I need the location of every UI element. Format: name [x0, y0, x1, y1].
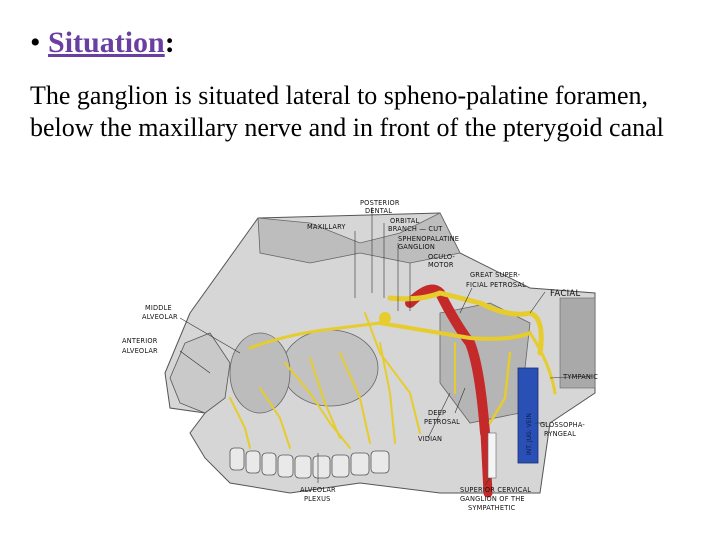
- artery-drawing: [405, 284, 493, 498]
- leader-lines: [179, 207, 593, 486]
- anatomy-illustration: INT. JUG. VEIN: [122, 199, 598, 512]
- figure-labels: POSTERIOR DENTAL MAXILLARY ORBITAL BRANC…: [122, 199, 598, 512]
- label-facial: FACIAL: [550, 289, 581, 299]
- vein-label: INT. JUG. VEIN: [526, 413, 533, 455]
- label-orbital-1: ORBITAL: [390, 217, 419, 225]
- body-paragraph: The ganglion is situated lateral to sphe…: [30, 81, 664, 142]
- label-sphenopalatine-2: GANGLION: [398, 243, 435, 251]
- label-posterior-dental-1: POSTERIOR: [360, 199, 400, 207]
- label-superior-cervical-3: SYMPATHETIC: [468, 504, 516, 512]
- label-glossopharyngeal-2: RYNGEAL: [544, 430, 576, 438]
- label-alveolar-plexus-1: ALVEOLAR: [300, 486, 336, 494]
- label-sphenopalatine-1: SPHENOPALATINE: [398, 235, 459, 243]
- label-tympanic: TYMPANIC: [562, 373, 598, 381]
- heading-title: Situation: [48, 26, 165, 59]
- nerve-drawing: [229, 290, 557, 449]
- vein-drawing: INT. JUG. VEIN: [517, 367, 539, 464]
- slide-heading: • Situation:: [30, 26, 175, 60]
- label-maxillary: MAXILLARY: [307, 223, 346, 231]
- label-great-superficial-1: GREAT SUPER-: [470, 271, 521, 279]
- sympathetic-trunk: [487, 432, 497, 479]
- label-superior-cervical-2: GANGLION OF THE: [460, 495, 525, 503]
- label-oculomotor-2: MOTOR: [428, 261, 454, 269]
- label-middle-alveolar-2: ALVEOLAR: [142, 313, 178, 321]
- label-deep-petrosal-2: PETROSAL: [424, 418, 460, 426]
- label-anterior-alveolar-2: ALVEOLAR: [122, 347, 158, 355]
- label-alveolar-plexus-2: PLEXUS: [304, 495, 331, 503]
- label-great-superficial-2: FICIAL PETROSAL: [466, 281, 526, 289]
- label-posterior-dental-2: DENTAL: [365, 207, 392, 215]
- label-superior-cervical-1: SUPERIOR CERVICAL: [460, 486, 531, 494]
- label-oculomotor-1: OCULO-: [428, 253, 455, 261]
- heading-colon: :: [164, 26, 175, 59]
- label-anterior-alveolar-1: ANTERIOR: [122, 337, 158, 345]
- label-deep-petrosal-1: DEEP: [428, 409, 446, 417]
- label-middle-alveolar-1: MIDDLE: [145, 304, 172, 312]
- label-vidian: VIDIAN: [418, 435, 442, 443]
- label-glossopharyngeal-1: GLOSSOPHA-: [540, 421, 585, 429]
- label-orbital-2: BRANCH — CUT: [388, 225, 443, 233]
- bullet-glyph: •: [30, 26, 41, 59]
